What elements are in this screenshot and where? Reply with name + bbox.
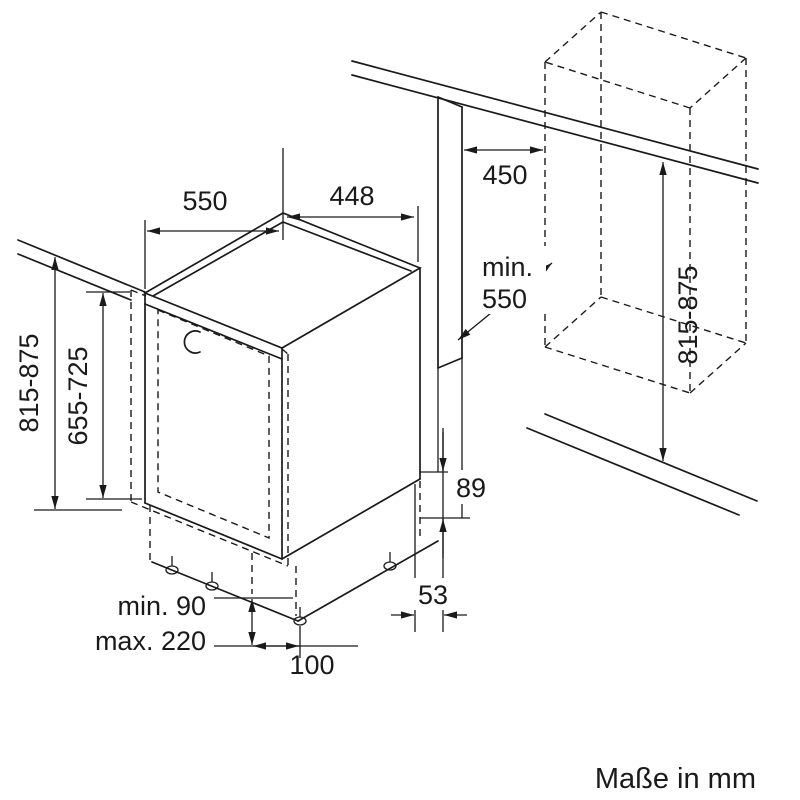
dishwasher-body bbox=[143, 212, 439, 622]
label-niche-depth-2: 550 bbox=[482, 284, 527, 314]
niche-side-panel bbox=[437, 96, 463, 518]
label-door-height: 655-725 bbox=[63, 346, 93, 445]
label-rear-plinth-height: 89 bbox=[456, 473, 486, 503]
label-niche-width: 450 bbox=[482, 160, 527, 190]
door-handle-icon bbox=[183, 330, 201, 354]
label-height-left: 815-875 bbox=[14, 333, 44, 432]
niche-dashed-box bbox=[544, 11, 747, 394]
worktop-lines bbox=[17, 60, 759, 301]
appliance-feet bbox=[165, 552, 397, 626]
label-mask-min550 bbox=[476, 246, 546, 314]
label-plinth-min: min. 90 bbox=[117, 591, 206, 621]
label-niche-depth-1: min. bbox=[482, 252, 533, 282]
label-rear-foot-offset: 53 bbox=[418, 580, 448, 610]
label-mask-89 bbox=[448, 470, 494, 504]
label-plinth-max: max. 220 bbox=[95, 626, 206, 656]
dimension-labels: 550 448 450 min. 550 815-875 655-725 815… bbox=[14, 160, 703, 680]
label-mask-53 bbox=[412, 578, 454, 610]
units-note: Maße in mm bbox=[595, 763, 756, 795]
furniture-door-dashed bbox=[130, 289, 421, 616]
floor-lines bbox=[526, 413, 758, 516]
label-appliance-width: 448 bbox=[329, 181, 374, 211]
label-front-foot-offset: 100 bbox=[289, 650, 334, 680]
dimension-lines bbox=[34, 146, 667, 658]
label-appliance-depth: 550 bbox=[182, 186, 227, 216]
label-height-right: 815-875 bbox=[673, 265, 703, 364]
